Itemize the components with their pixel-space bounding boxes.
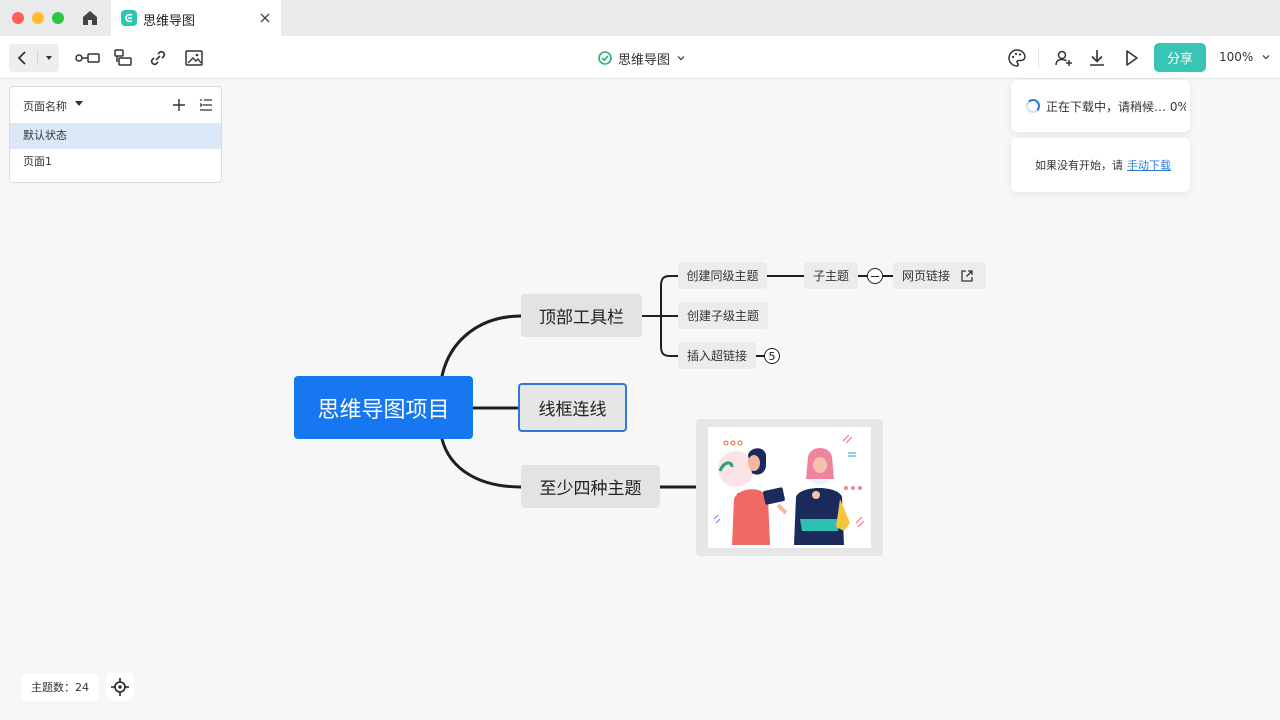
add-collaborator-icon[interactable] — [1052, 46, 1076, 70]
nav-divider — [37, 51, 38, 65]
nav-group — [9, 44, 59, 72]
download-hint-text: 如果没有开始，请手动下载 — [1035, 157, 1171, 173]
topic-count: 主题数：24 — [21, 673, 99, 701]
loading-spinner-icon — [1026, 99, 1040, 113]
app-logo-icon — [121, 10, 137, 26]
collapse-toggle[interactable] — [867, 268, 883, 284]
page-list-icon[interactable] — [197, 96, 215, 114]
title-bar: 思维导图 — [0, 0, 1280, 36]
topic-weblink-label: 网页链接 — [902, 269, 951, 283]
toolbar-divider — [1038, 48, 1039, 68]
download-progress-text: 正在下载中，请稍候… 0% — [1046, 100, 1186, 114]
zoom-dropdown[interactable]: 100% — [1219, 50, 1271, 64]
zoom-level: 100% — [1219, 50, 1254, 64]
branch-topic-wireframe[interactable]: 线框连线 — [518, 383, 627, 432]
branch-topic-toolbar[interactable]: 顶部工具栏 — [521, 294, 642, 337]
topic-weblink[interactable]: 网页链接 — [893, 262, 986, 289]
page-item-default[interactable]: 默认状态 — [10, 123, 221, 149]
topic-subtopic[interactable]: 子主题 — [804, 262, 858, 289]
branch-topic-themes[interactable]: 至少四种主题 — [521, 465, 660, 508]
download-hint-label: 如果没有开始，请 — [1035, 159, 1123, 172]
page-panel-title: 页面名称 — [23, 100, 67, 113]
chevron-down-icon[interactable] — [39, 44, 59, 72]
relation-line-icon[interactable] — [75, 46, 100, 70]
locate-center-button[interactable] — [106, 673, 134, 701]
share-button[interactable]: 分享 — [1154, 43, 1206, 72]
maximize-window-button[interactable] — [52, 12, 64, 24]
topic-create-sibling[interactable]: 创建同级主题 — [678, 262, 767, 289]
close-window-button[interactable] — [12, 12, 24, 24]
sort-caret-icon[interactable] — [75, 101, 83, 106]
toolbar: 思维导图 分享 100% — [0, 36, 1280, 79]
topic-create-child[interactable]: 创建子级主题 — [678, 302, 768, 329]
manual-download-link[interactable]: 手动下载 — [1127, 159, 1171, 172]
illustration-image — [708, 427, 871, 548]
page-panel: 页面名称 默认状态 页面1 — [9, 86, 222, 183]
chevron-down-icon — [677, 56, 685, 61]
play-icon[interactable] — [1119, 46, 1143, 70]
root-topic[interactable]: 思维导图项目 — [294, 376, 473, 439]
home-icon[interactable] — [80, 8, 100, 28]
doc-title[interactable]: 思维导图 — [598, 48, 686, 68]
collapsed-count-badge[interactable]: 5 — [764, 348, 780, 364]
image-topic[interactable] — [696, 419, 883, 556]
tab-title: 思维导图 — [143, 14, 196, 29]
doc-title-text: 思维导图 — [618, 52, 671, 68]
back-icon[interactable] — [9, 44, 37, 72]
close-icon[interactable] — [257, 10, 273, 26]
link-icon[interactable] — [146, 46, 170, 70]
saved-check-icon — [598, 51, 612, 65]
summary-icon[interactable] — [111, 46, 135, 70]
download-progress-toast: 正在下载中，请稍候… 0% — [1011, 80, 1190, 132]
external-link-icon — [961, 269, 973, 282]
chevron-down-icon — [1262, 55, 1270, 60]
page-panel-header: 页面名称 — [10, 87, 221, 123]
download-hint-toast: 如果没有开始，请手动下载 — [1011, 138, 1190, 192]
image-icon[interactable] — [182, 46, 206, 70]
minimize-window-button[interactable] — [32, 12, 44, 24]
page-item-page1[interactable]: 页面1 — [23, 155, 52, 168]
theme-palette-icon[interactable] — [1005, 46, 1029, 70]
crosshair-icon — [111, 678, 129, 696]
tab-mindmap[interactable]: 思维导图 — [111, 0, 281, 36]
download-icon[interactable] — [1085, 46, 1109, 70]
topic-insert-link[interactable]: 插入超链接 — [678, 342, 756, 369]
add-page-icon[interactable] — [170, 96, 188, 114]
